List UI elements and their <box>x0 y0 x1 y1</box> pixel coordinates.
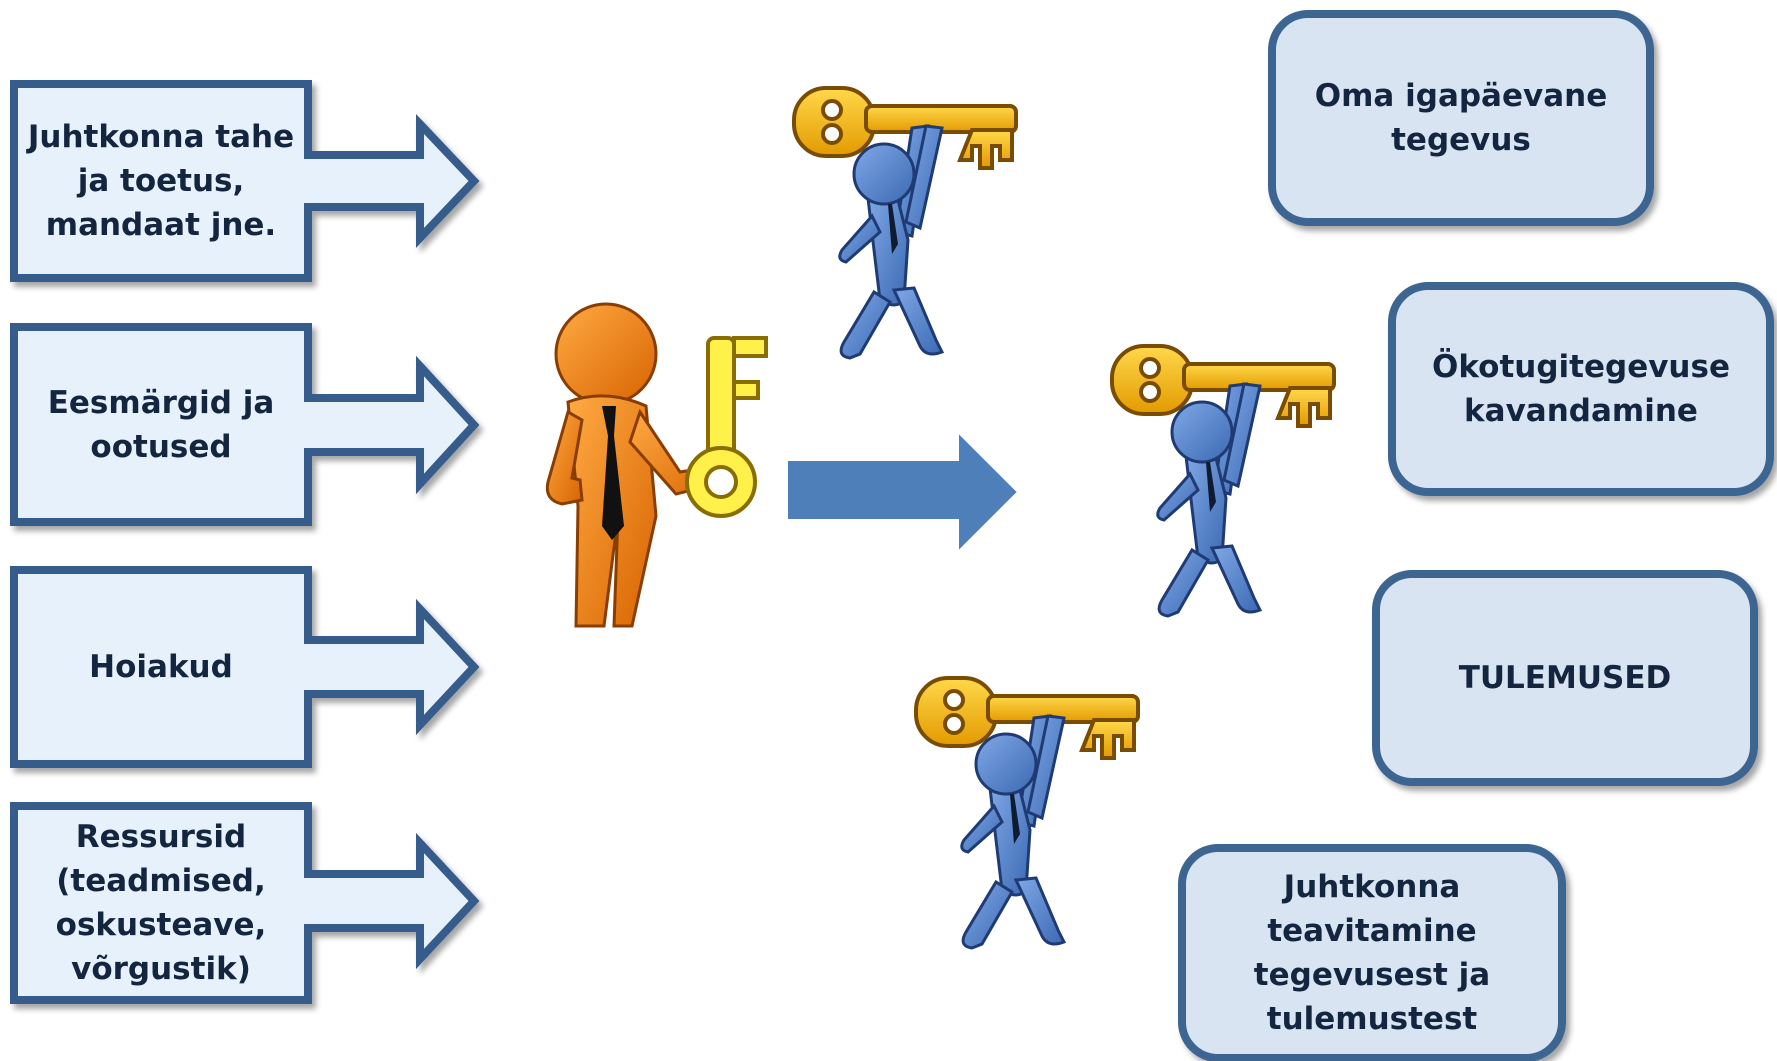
input-arrow-2 <box>10 323 480 526</box>
person-holding-key-icon-1 <box>792 86 1018 360</box>
input-arrow-4 <box>10 802 480 1004</box>
input-arrow-1 <box>10 80 480 282</box>
person-holding-key-icon-2 <box>1110 344 1336 618</box>
input-label-3: Hoiakud <box>89 649 233 685</box>
output-box-2 <box>1388 282 1774 496</box>
output-box-1 <box>1268 10 1654 226</box>
input-label-4: Ressursid(teadmised,oskusteave,võrgustik… <box>55 819 267 987</box>
input-arrow-3 <box>10 566 480 768</box>
manager-with-key-icon <box>545 302 768 628</box>
output-boxes <box>1178 10 1774 1061</box>
main-arrow <box>786 429 1020 555</box>
output-box-4 <box>1178 844 1566 1061</box>
output-box-3 <box>1372 570 1758 786</box>
output-label-3: TULEMUSED <box>1458 660 1672 696</box>
person-holding-key-icon-3 <box>914 676 1140 950</box>
input-boxes <box>10 80 480 1004</box>
